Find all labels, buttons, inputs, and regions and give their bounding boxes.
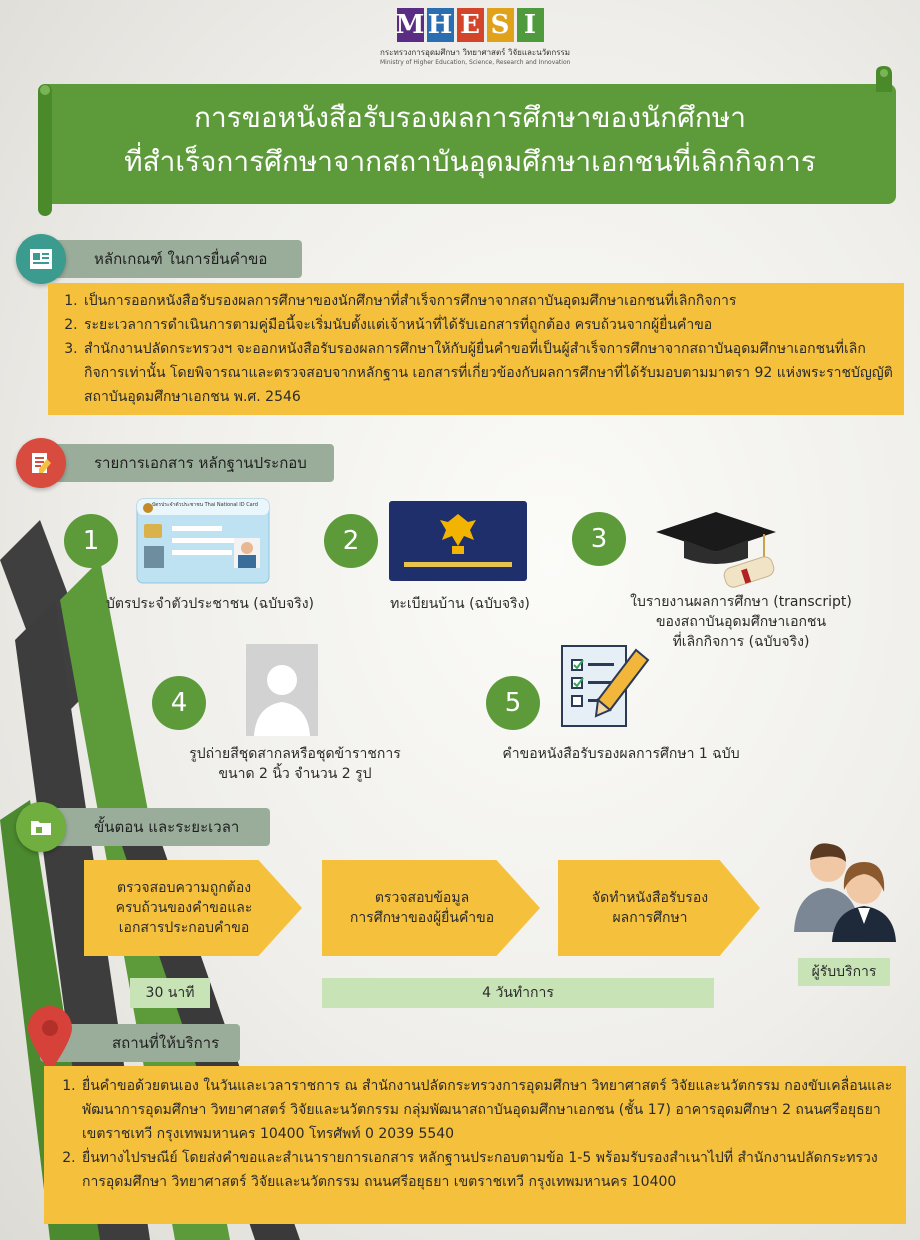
doc-label-line: ขนาด 2 นิ้ว จำนวน 2 รูป	[218, 766, 372, 782]
process-step-text: จัดทำหนังสือรับรอง ผลการศึกษา	[576, 888, 724, 928]
recipient-label: ผู้รับบริการ	[798, 958, 890, 986]
doc-label-line: คำขอหนังสือรับรองผลการศึกษา 1 ฉบับ	[502, 746, 740, 762]
section-location-title: สถานที่ให้บริการ	[112, 1034, 220, 1052]
section-process-title: ขั้นตอน และระยะเวลา	[94, 818, 240, 836]
id-card-header-text: บัตรประจำตัวประชาชน Thai National ID Car…	[152, 502, 258, 508]
time-steps-2-3: 4 วันทำการ	[322, 978, 714, 1008]
process-step-text: ตรวจสอบข้อมูล การศึกษาของผู้ยื่นคำขอ	[340, 888, 504, 928]
section-criteria-header: หลักเกณฑ์ ในการยื่นคำขอ	[22, 240, 302, 278]
process-step-line: ตรวจสอบความถูกต้อง	[116, 880, 252, 896]
process-step-line: เอกสารประกอบคำขอ	[118, 920, 250, 936]
process-step-line: ครบถ้วนของคำขอและ	[115, 900, 253, 916]
doc-label-line: ใบรายงานผลการศึกษา (transcript)	[630, 594, 852, 610]
graduation-cap-icon	[656, 512, 776, 588]
doc-label-line: ที่เลิกกิจการ (ฉบับจริง)	[672, 634, 810, 650]
location-item: ยื่นทางไปรษณีย์ โดยส่งคำขอและสำเนารายการ…	[80, 1146, 896, 1194]
process-step-line: จัดทำหนังสือรับรอง	[591, 890, 709, 906]
process-step-3: จัดทำหนังสือรับรอง ผลการศึกษา	[558, 860, 760, 956]
logo-letter: E	[456, 8, 484, 42]
banner-scroll-curl-right	[876, 66, 892, 92]
page-title: การขอหนังสือรับรองผลการศึกษาของนักศึกษา …	[60, 96, 880, 184]
doc-label-2: ทะเบียนบ้าน (ฉบับจริง)	[340, 594, 580, 614]
process-step-line: ตรวจสอบข้อมูล	[374, 890, 470, 906]
logo-letter: S	[486, 8, 514, 42]
map-pin-icon	[28, 1006, 72, 1072]
process-step-line: การศึกษาของผู้ยื่นคำขอ	[349, 910, 495, 926]
logo-name-en: Ministry of Higher Education, Science, R…	[380, 59, 571, 66]
process-step-2: ตรวจสอบข้อมูล การศึกษาของผู้ยื่นคำขอ	[322, 860, 540, 956]
doc-label-line: รูปถ่ายสีชุดสากลหรือชุดข้าราชการ	[189, 746, 401, 762]
portrait-photo-icon	[246, 644, 318, 736]
doc-number-5: 5	[486, 676, 540, 730]
criteria-list: เป็นการออกหนังสือรับรองผลการศึกษาของนักศ…	[56, 289, 894, 409]
doc-label-4: รูปถ่ายสีชุดสากลหรือชุดข้าราชการ ขนาด 2 …	[150, 744, 440, 784]
section-criteria-title: หลักเกณฑ์ ในการยื่นคำขอ	[94, 250, 268, 268]
section-location-header: สถานที่ให้บริการ	[40, 1024, 240, 1062]
doc-number-4: 4	[152, 676, 206, 730]
process-step-1: ตรวจสอบความถูกต้อง ครบถ้วนของคำขอและ เอก…	[84, 860, 302, 956]
criteria-item: เป็นการออกหนังสือรับรองผลการศึกษาของนักศ…	[82, 289, 894, 313]
criteria-box: เป็นการออกหนังสือรับรองผลการศึกษาของนักศ…	[48, 283, 904, 415]
service-recipients-icon	[794, 843, 896, 942]
section-documents-title: รายการเอกสาร หลักฐานประกอบ	[94, 454, 307, 472]
banner-scroll-curl-left	[38, 84, 52, 216]
id-card-icon	[136, 498, 270, 584]
location-box: ยื่นคำขอด้วยตนเอง ในวันและเวลาราชการ ณ ส…	[44, 1066, 906, 1224]
process-step-text: ตรวจสอบความถูกต้อง ครบถ้วนของคำขอและ เอก…	[102, 878, 266, 938]
time-step-1: 30 นาที	[130, 978, 210, 1008]
house-registration-book-icon	[389, 501, 527, 581]
doc-number-3: 3	[572, 512, 626, 566]
section-process-header: ขั้นตอน และระยะเวลา	[22, 808, 270, 846]
logo-letter: I	[516, 8, 544, 42]
doc-number-2: 2	[324, 514, 378, 568]
doc-label-5: คำขอหนังสือรับรองผลการศึกษา 1 ฉบับ	[466, 744, 776, 764]
logo-letter: H	[426, 8, 454, 42]
folder-icon	[16, 802, 66, 852]
doc-label-3: ใบรายงานผลการศึกษา (transcript) ของสถาบั…	[596, 592, 886, 652]
form-checklist-icon	[561, 645, 650, 727]
title-banner	[40, 84, 896, 204]
title-line-2: ที่สำเร็จการศึกษาจากสถาบันอุดมศึกษาเอกชน…	[124, 145, 816, 178]
criteria-item: ระยะเวลาการดำเนินการตามคู่มือนี้จะเริ่มน…	[82, 313, 894, 337]
title-line-1: การขอหนังสือรับรองผลการศึกษาของนักศึกษา	[193, 101, 746, 134]
location-item: ยื่นคำขอด้วยตนเอง ในวันและเวลาราชการ ณ ส…	[80, 1074, 896, 1146]
doc-label-1: บัตรประจำตัวประชาชน (ฉบับจริง)	[60, 594, 360, 614]
logo-letter: M	[395, 8, 425, 42]
location-list: ยื่นคำขอด้วยตนเอง ในวันและเวลาราชการ ณ ส…	[54, 1074, 896, 1194]
doc-label-line: ทะเบียนบ้าน (ฉบับจริง)	[390, 596, 530, 612]
section-documents-header: รายการเอกสาร หลักฐานประกอบ	[22, 444, 334, 482]
doc-label-line: บัตรประจำตัวประชาชน (ฉบับจริง)	[105, 596, 315, 612]
newspaper-icon	[16, 234, 66, 284]
doc-label-line: ของสถาบันอุดมศึกษาเอกชน	[655, 614, 827, 630]
process-step-line: ผลการศึกษา	[612, 910, 688, 926]
doc-number-1: 1	[64, 514, 118, 568]
logo-name-th: กระทรวงการอุดมศึกษา วิทยาศาสตร์ วิจัยและ…	[380, 48, 571, 57]
criteria-item: สำนักงานปลัดกระทรวงฯ จะออกหนังสือรับรองผ…	[82, 337, 894, 409]
checklist-pencil-icon	[16, 438, 66, 488]
